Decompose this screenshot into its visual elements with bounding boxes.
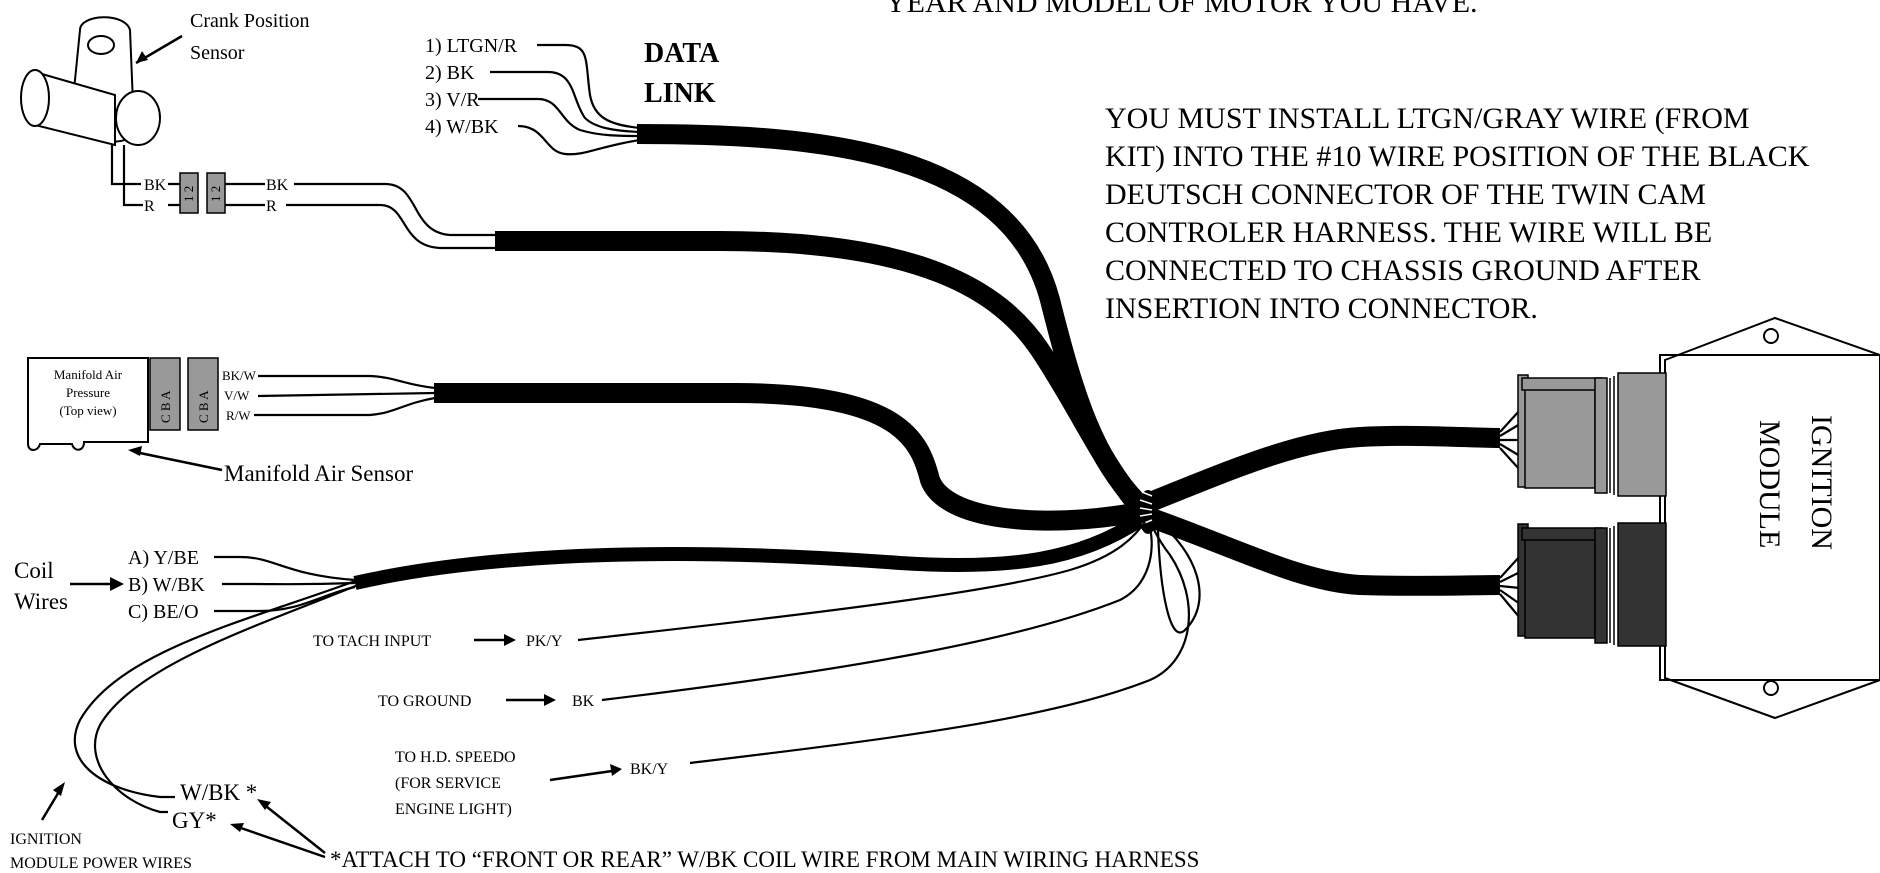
crank-connector-pins: 1 2 bbox=[208, 186, 223, 202]
ground-wire bbox=[601, 527, 1153, 702]
crank-wire-right: R bbox=[266, 198, 277, 215]
attach-note-text: *ATTACH TO “FRONT OR REAR” W/BK COIL WIR… bbox=[330, 847, 1199, 872]
data-link-wire: 1) LTGN/R bbox=[425, 35, 518, 57]
module-mount-hole bbox=[1763, 328, 1779, 344]
power-label: IGNITION bbox=[10, 831, 82, 848]
ground-input: TO GROUND BK bbox=[378, 693, 595, 710]
cable-module-bottom bbox=[1139, 505, 1501, 596]
power-wires: W/BK * GY* IGNITION MODULE POWER WIRES bbox=[10, 578, 359, 872]
cable-data-link bbox=[636, 124, 1148, 513]
data-link-wire: 4) W/BK bbox=[425, 116, 499, 138]
map-connector-half bbox=[149, 357, 181, 431]
cable-map bbox=[434, 383, 1142, 531]
tach-wire-label: PK/Y bbox=[526, 633, 563, 650]
speedo-label: ENGINE LIGHT) bbox=[395, 801, 512, 818]
speedo-label: (FOR SERVICE bbox=[395, 775, 501, 792]
harness-cables bbox=[353, 124, 1501, 596]
map-sensor-arrow bbox=[134, 450, 223, 472]
speedo-input: TO H.D. SPEEDO (FOR SERVICE ENGINE LIGHT… bbox=[395, 749, 669, 818]
module-housing bbox=[1664, 316, 1880, 720]
data-link-title: LINK bbox=[644, 78, 716, 109]
map-connector-pins: C B A bbox=[196, 390, 211, 423]
crank-sensor-title: Crank Position bbox=[190, 10, 309, 32]
map-wire: BK/W bbox=[222, 368, 257, 383]
map-connector-half bbox=[187, 357, 219, 431]
power-arrow bbox=[40, 789, 62, 821]
speedo-wire bbox=[689, 525, 1190, 765]
tach-input: TO TACH INPUT PK/Y bbox=[313, 633, 563, 650]
speedo-wire-label: BK/Y bbox=[630, 761, 669, 778]
connector-gray bbox=[1499, 372, 1667, 497]
crank-connector-pins: 1 2 bbox=[181, 186, 196, 202]
cable-coil bbox=[353, 514, 1144, 590]
tach-wire bbox=[577, 521, 1146, 642]
coil-label: Wires bbox=[14, 589, 68, 614]
module-body bbox=[1659, 354, 1880, 681]
ignition-module: IGNITION MODULE bbox=[1659, 316, 1880, 720]
crank-wire-left: R bbox=[144, 198, 155, 215]
tach-label: TO TACH INPUT bbox=[313, 633, 431, 650]
crank-sensor-title: Sensor bbox=[190, 42, 245, 64]
ground-label: TO GROUND bbox=[378, 693, 471, 710]
data-link-wire: 2) BK bbox=[425, 62, 475, 84]
crank-sensor-hole bbox=[87, 35, 115, 55]
data-link: DATA LINK 1) LTGN/R 2) BK 3) V/R 4) W/BK bbox=[425, 35, 720, 156]
install-note-line: KIT) INTO THE #10 WIRE POSITION OF THE B… bbox=[1105, 140, 1810, 173]
map-sensor-body bbox=[27, 357, 149, 451]
install-note-line: YOU MUST INSTALL LTGN/GRAY WIRE (FROM bbox=[1105, 102, 1750, 135]
install-note-line: DEUTSCH CONNECTOR OF THE TWIN CAM bbox=[1105, 178, 1706, 211]
speedo-label: TO H.D. SPEEDO bbox=[395, 749, 516, 766]
coil-wire: C) BE/O bbox=[128, 601, 199, 623]
attach-note: *ATTACH TO “FRONT OR REAR” W/BK COIL WIR… bbox=[230, 799, 1199, 872]
module-mount-hole bbox=[1763, 680, 1779, 696]
install-note-line: CONTROLER HARNESS. THE WIRE WILL BE bbox=[1105, 216, 1712, 249]
power-wire-label: GY* bbox=[172, 808, 217, 833]
crank-connector-half bbox=[206, 172, 226, 214]
module-label: MODULE bbox=[1753, 420, 1786, 548]
ground-wire-label: BK bbox=[572, 693, 595, 710]
crank-connector-half bbox=[179, 172, 199, 214]
manifold-air-sensor: Manifold Air Pressure (Top view) C B A C… bbox=[27, 357, 436, 486]
coil-wires: Coil Wires A) Y/BE B) W/BK C) BE/O bbox=[14, 547, 356, 623]
data-link-title: DATA bbox=[644, 38, 720, 69]
map-box-text: Manifold Air bbox=[54, 367, 123, 382]
install-note: YOU MUST INSTALL LTGN/GRAY WIRE (FROM KI… bbox=[1105, 102, 1810, 325]
map-box-text: (Top view) bbox=[59, 403, 116, 418]
extra-loop-wire bbox=[1156, 521, 1201, 634]
map-sensor-label: Manifold Air Sensor bbox=[224, 461, 413, 486]
cable-module-top bbox=[1139, 425, 1501, 515]
coil-wire: A) Y/BE bbox=[128, 547, 199, 569]
crank-connector: BK R 1 2 1 2 BK R bbox=[110, 145, 497, 250]
data-link-wire: 3) V/R bbox=[425, 89, 480, 111]
map-wire: R/W bbox=[226, 408, 251, 423]
install-note-line: CONNECTED TO CHASSIS GROUND AFTER bbox=[1105, 254, 1701, 287]
install-note-line: INSERTION INTO CONNECTOR. bbox=[1105, 292, 1538, 325]
map-box-text: Pressure bbox=[66, 385, 110, 400]
branch-wires bbox=[577, 521, 1201, 765]
connector-dark bbox=[1499, 522, 1667, 647]
map-connector-pins: C B A bbox=[158, 390, 173, 423]
cable-crank bbox=[495, 231, 1148, 515]
power-wire-label: W/BK * bbox=[180, 780, 257, 805]
module-label: IGNITION bbox=[1805, 415, 1838, 550]
coil-wire: B) W/BK bbox=[128, 574, 205, 596]
coil-label: Coil bbox=[14, 558, 54, 583]
power-label: MODULE POWER WIRES bbox=[10, 855, 192, 872]
crank-wire-left: BK bbox=[144, 177, 167, 194]
map-wire: V/W bbox=[224, 388, 250, 403]
crank-wire-right: BK bbox=[266, 177, 289, 194]
crank-position-sensor: Crank Position Sensor bbox=[20, 10, 309, 147]
top-note: YEAR AND MODEL OF MOTOR YOU HAVE. bbox=[885, 0, 1478, 19]
